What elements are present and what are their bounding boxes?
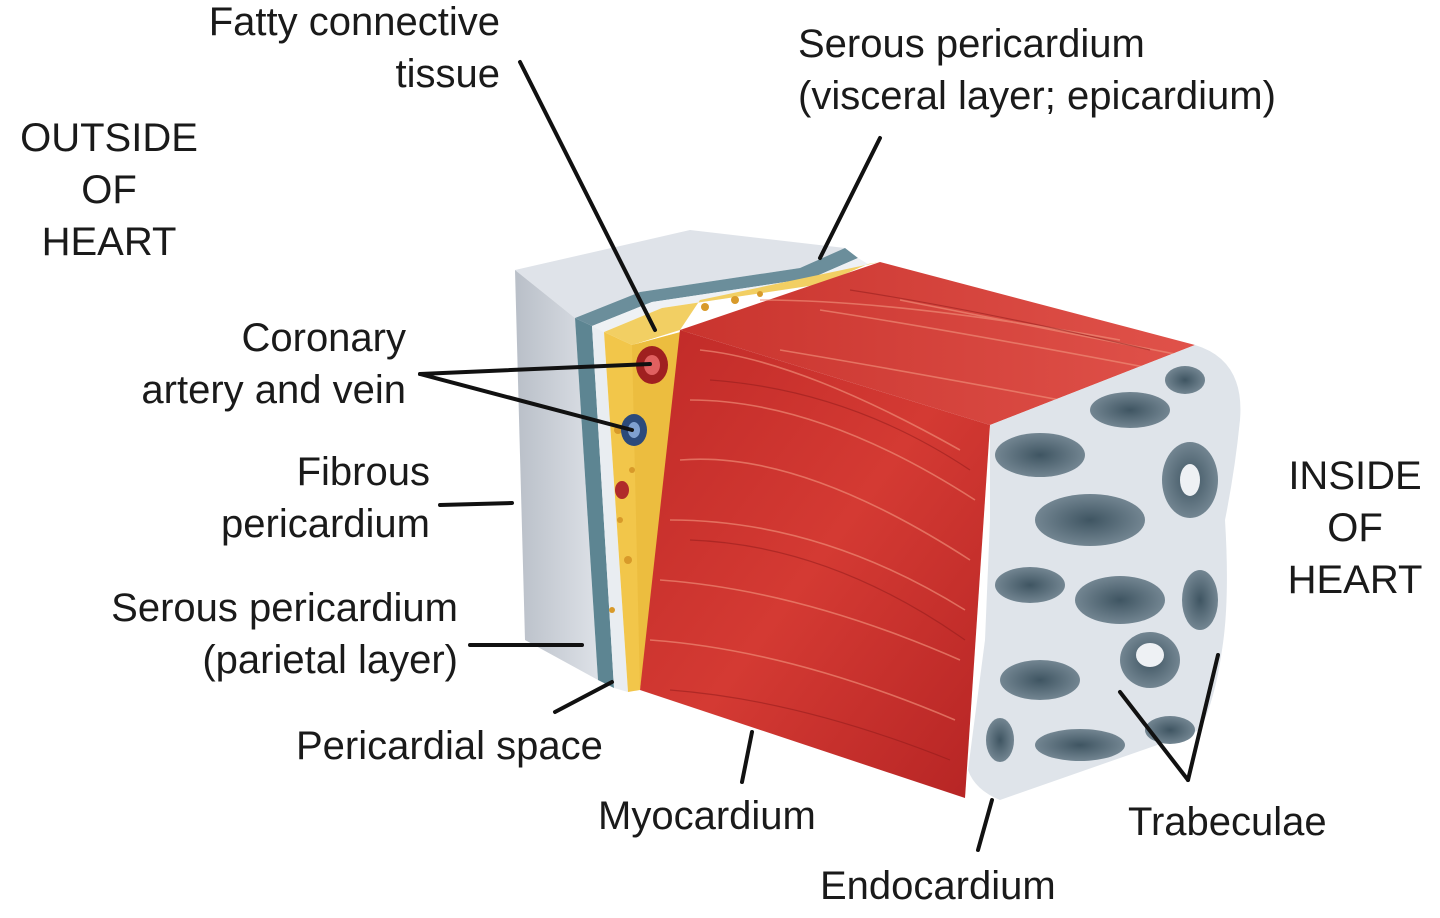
- leader-fibrous: [438, 501, 514, 507]
- label-line: tissue: [395, 52, 501, 96]
- label-line: Serous pericardium: [111, 586, 458, 630]
- leader-trabeculae-b: [1186, 653, 1220, 782]
- label-pericardial-space: Pericardial space: [296, 724, 603, 768]
- leader-myocardium: [740, 730, 754, 784]
- label-line: Fatty connective: [208, 0, 500, 44]
- leader-lines: [418, 60, 1220, 852]
- label-line: OUTSIDE: [20, 116, 198, 160]
- label-line: pericardium: [221, 502, 430, 546]
- leader-serous-visceral: [818, 136, 882, 260]
- coronary-artery: [636, 346, 668, 384]
- muscle-fibers: [649, 299, 1181, 721]
- fibrous-pericardium-layer: [515, 230, 845, 680]
- leader-coronary-artery: [418, 362, 652, 376]
- label-inside-of-heart: INSIDE OF HEART: [1270, 450, 1440, 606]
- label-fatty-connective-tissue: Fatty connective tissue: [209, 0, 500, 100]
- label-line: (parietal layer): [202, 638, 458, 682]
- label-line: OF: [81, 168, 137, 212]
- label-line: artery and vein: [141, 368, 406, 412]
- label-endocardium: Endocardium: [820, 864, 1056, 908]
- label-line: Fibrous: [296, 450, 430, 494]
- label-coronary-artery-and-vein: Coronary artery and vein: [141, 312, 406, 416]
- label-line: HEART: [1287, 558, 1423, 602]
- leader-coronary-vein: [418, 372, 634, 432]
- label-line: INSIDE: [1288, 454, 1422, 498]
- label-trabeculae: Trabeculae: [1128, 800, 1327, 844]
- label-line: HEART: [41, 220, 177, 264]
- label-outside-of-heart: OUTSIDE OF HEART: [0, 112, 218, 268]
- small-vessel: [615, 481, 629, 499]
- serous-parietal-layer: [575, 248, 858, 688]
- myocardium-top-face: [680, 262, 1195, 425]
- leader-fatty: [518, 60, 657, 332]
- label-line: Coronary: [241, 316, 406, 360]
- label-line: (visceral layer; epicardium): [798, 74, 1276, 118]
- leader-pericardial-space: [553, 680, 614, 714]
- leader-trabeculae-a: [1118, 690, 1190, 782]
- label-serous-parietal: Serous pericardium (parietal layer): [111, 582, 458, 686]
- label-line: OF: [1327, 506, 1383, 550]
- label-myocardium: Myocardium: [598, 794, 816, 838]
- leader-endocardium: [976, 798, 994, 852]
- label-fibrous-pericardium: Fibrous pericardium: [221, 446, 430, 550]
- label-line: Serous pericardium: [798, 22, 1145, 66]
- myocardium-front-face: [640, 330, 990, 798]
- label-serous-visceral: Serous pericardium (visceral layer; epic…: [798, 18, 1276, 122]
